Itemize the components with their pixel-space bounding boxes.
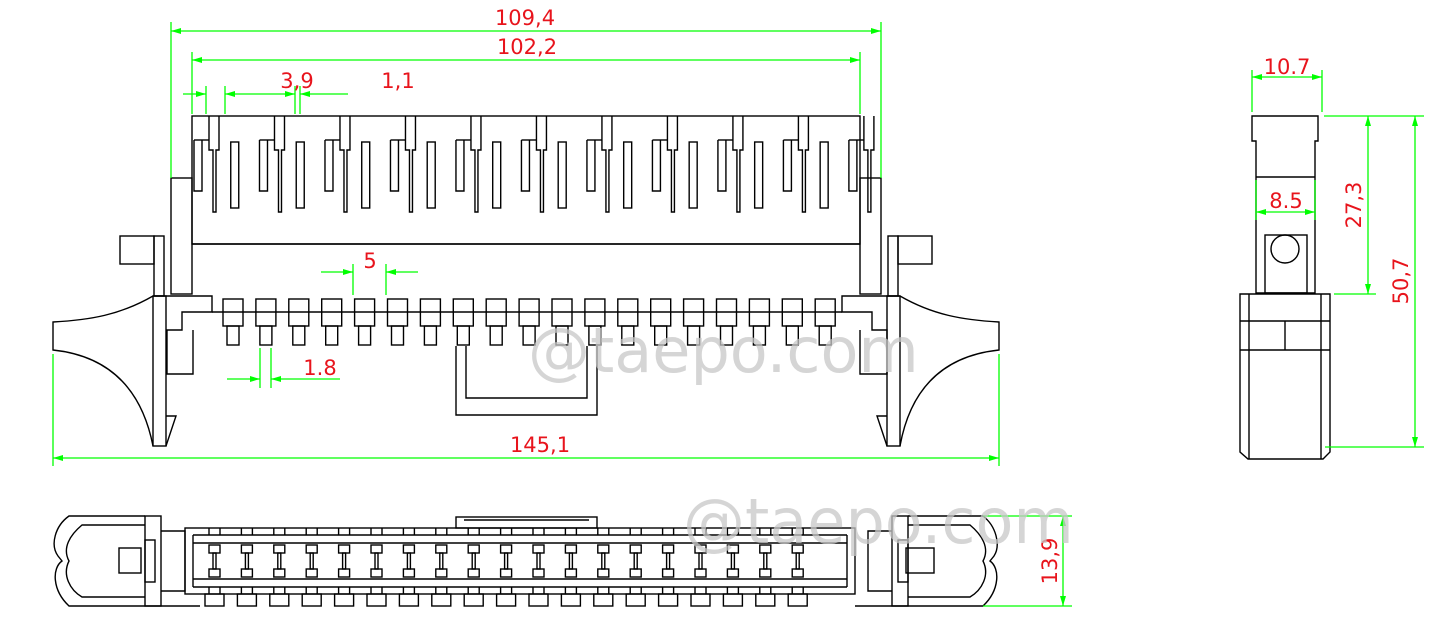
side-view (1239, 115, 1331, 460)
dim-side-total-height: 50,7 (1389, 258, 1413, 305)
dim-side-upper-height: 27,3 (1342, 182, 1366, 229)
pin-row (222, 298, 836, 346)
left-post (170, 177, 193, 295)
bottom-view (53, 515, 998, 607)
watermark-front: @taepo.com (528, 314, 919, 387)
dim-contact-span: 102,2 (497, 35, 557, 59)
contact-block (191, 115, 861, 245)
dim-bottom-depth: 13,9 (1038, 538, 1062, 585)
dim-pin-width: 1.8 (303, 356, 336, 380)
dim-contact-pitch: 3,9 (280, 69, 313, 93)
bottom-dimensions: 13,9 (983, 515, 1072, 607)
side-dimensions: 10.7 8.5 27,3 50,7 (1251, 55, 1424, 448)
dim-side-inner-width: 8.5 (1269, 189, 1302, 213)
contact-fingers (193, 116, 875, 213)
dim-overall-body-width: 109,4 (495, 6, 555, 30)
dim-side-top-width: 10.7 (1264, 55, 1311, 79)
dim-pin-pitch: 5 (363, 249, 376, 273)
front-dimensions: 109,4 102,2 3,9 1,1 5 1.8 145,1 (52, 6, 1000, 466)
watermark-bottom: @taepo.com (683, 485, 1074, 558)
front-view (52, 115, 1000, 447)
bottom-contact-cells (204, 528, 808, 607)
dim-contact-gap: 1,1 (381, 69, 414, 93)
dim-total-length: 145,1 (510, 433, 570, 457)
